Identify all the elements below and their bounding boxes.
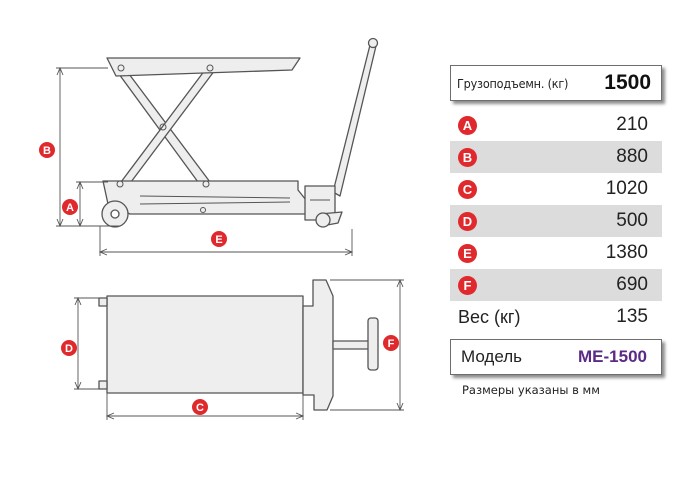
dimension-row-e: E 1380 bbox=[450, 237, 662, 269]
badge-e-label: E bbox=[215, 234, 222, 246]
weight-label: Вес (кг) bbox=[458, 306, 521, 327]
badge-b: B bbox=[458, 147, 477, 167]
badge-a: A bbox=[458, 115, 477, 135]
badge-f: F bbox=[458, 275, 477, 295]
dimension-value-b: 880 bbox=[616, 146, 648, 167]
dimension-row-d: D 500 bbox=[450, 205, 662, 237]
dimension-value-e: 1380 bbox=[605, 242, 648, 263]
wheel bbox=[315, 212, 331, 228]
capacity-box: Грузоподъемн. (кг) 1500 bbox=[450, 65, 662, 101]
dimension-value-a: 210 bbox=[616, 114, 648, 135]
badge-e: E bbox=[458, 243, 477, 263]
top-platform bbox=[106, 57, 301, 77]
dimension-row-c: C 1020 bbox=[450, 173, 662, 205]
dimension-row-a: A 210 bbox=[450, 109, 662, 141]
weight-value: 135 bbox=[616, 306, 648, 327]
badge-c bbox=[192, 399, 208, 415]
badge-f bbox=[383, 335, 399, 351]
model-label: Модель bbox=[461, 347, 523, 366]
badge-a-label: A bbox=[66, 202, 74, 214]
spec-panel: Грузоподъемн. (кг) 1500 A 210 B 880 C 10… bbox=[450, 65, 662, 397]
handle bbox=[332, 44, 377, 197]
dimension-row-f: F 690 bbox=[450, 269, 662, 301]
badge-e bbox=[211, 231, 227, 247]
dimension-value-d: 500 bbox=[616, 210, 648, 231]
capacity-label: Грузоподъемн. (кг) bbox=[457, 75, 569, 91]
top-view-platform bbox=[106, 295, 304, 394]
badge-f-label: F bbox=[388, 338, 395, 350]
capacity-value: 1500 bbox=[604, 71, 651, 94]
weight-row: Вес (кг) 135 bbox=[450, 301, 662, 333]
model-value: ME-1500 bbox=[578, 347, 647, 366]
badge-c: C bbox=[458, 179, 477, 199]
dimension-drawing: B A E D C F bbox=[39, 37, 404, 420]
badge-d bbox=[61, 340, 77, 356]
units-note: Размеры указаны в мм bbox=[462, 383, 600, 397]
dimension-row-b: B 880 bbox=[450, 141, 662, 173]
dimension-value-c: 1020 bbox=[605, 178, 648, 199]
top-view-pump bbox=[302, 279, 334, 411]
model-box: Модель ME-1500 bbox=[450, 339, 662, 375]
badge-b bbox=[39, 142, 55, 158]
badge-d: D bbox=[458, 211, 477, 231]
badge-c-label: C bbox=[196, 402, 204, 414]
badge-b-label: B bbox=[43, 145, 51, 157]
dimension-value-f: 690 bbox=[616, 274, 648, 295]
badge-d-label: D bbox=[65, 343, 73, 355]
dimension-rows: A 210 B 880 C 1020 D 500 E 1380 F 690 Ве… bbox=[450, 109, 662, 333]
badge-a bbox=[62, 199, 78, 215]
